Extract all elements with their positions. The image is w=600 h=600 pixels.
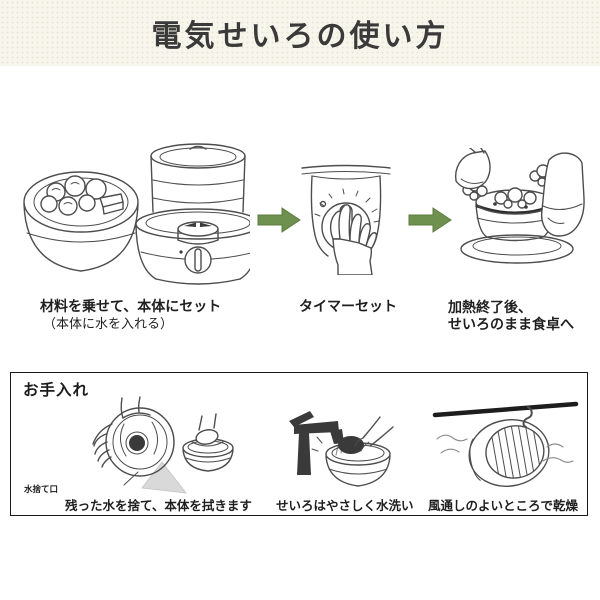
care-heading: お手入れ [23, 381, 90, 399]
step-caption: 材料を乗せて、本体にセット [40, 299, 222, 315]
step-caption: せいろのまま食卓へ [448, 317, 574, 333]
step-caption: タイマーセット [299, 299, 397, 315]
step3-serving-illustration [454, 148, 585, 264]
page-title: 電気せいろの使い方 [151, 19, 449, 54]
right-arrow-icon [257, 207, 301, 233]
step1-basket-and-body-illustration [23, 143, 250, 285]
care-caption: 風通しのよいところで乾燥 [428, 498, 579, 513]
right-arrow-icon [408, 207, 452, 233]
drain-port-label: 水捨て口 [24, 485, 59, 495]
care-section: お手入れ [10, 372, 588, 516]
care3-hang-dry-illustration [432, 401, 579, 487]
title-banner: 電気せいろの使い方 [0, 0, 600, 66]
step-subcaption: （本体に水を入れる） [43, 317, 174, 332]
care-caption: 残った水を捨て、本体を拭きます [65, 498, 252, 513]
care2-wash-steamer-illustration [289, 411, 394, 487]
step2-timer-dial-illustration [301, 164, 391, 275]
care-caption: せいろはやさしく水洗い [276, 498, 414, 513]
care1-drain-water-illustration [92, 396, 234, 494]
step-caption: 加熱終了後、 [448, 300, 532, 316]
